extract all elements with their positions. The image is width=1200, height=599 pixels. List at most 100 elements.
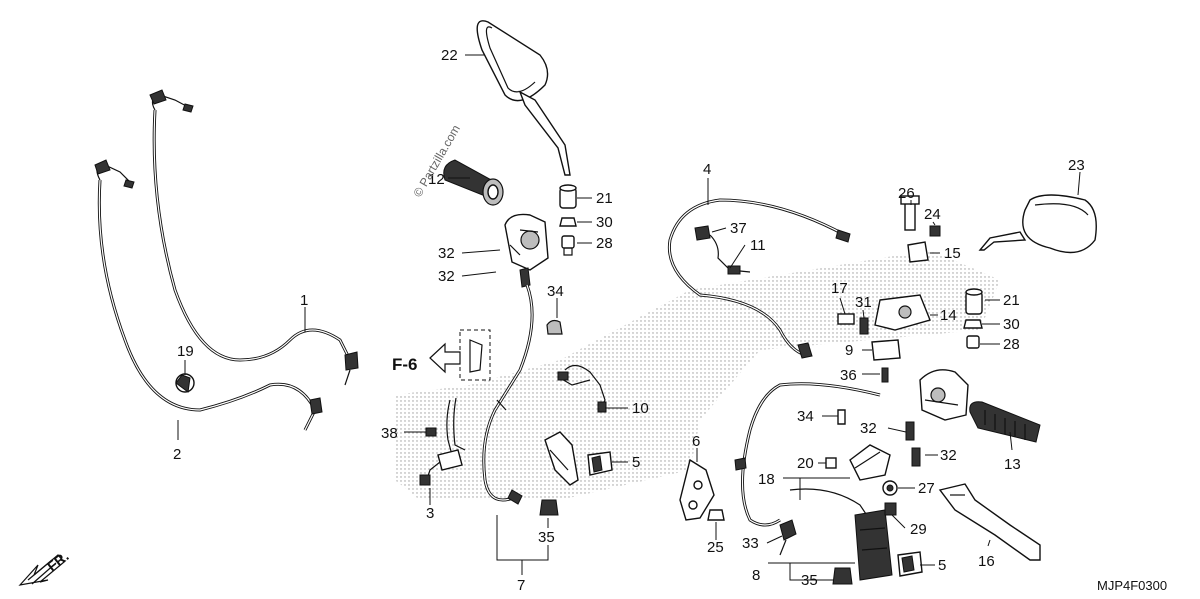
callout-35-left: 35 [538,529,555,546]
right-lever-bracket[interactable] [849,444,891,481]
callout-5-left: 5 [632,454,640,471]
handlebar-shadow [395,250,1000,500]
callout-6: 6 [692,433,700,450]
wire-harness-left[interactable] [557,364,607,413]
diagram-code: MJP4F0300 [1097,578,1167,593]
mirror-adapter-right[interactable] [965,288,983,315]
master-cylinder-14[interactable] [874,294,931,331]
throttle-cable-2[interactable] [94,159,323,431]
pivot-29[interactable] [884,502,897,516]
nut-left[interactable] [559,217,577,227]
screw-24[interactable] [929,225,941,237]
callout-25: 25 [707,539,724,556]
callout-31: 31 [855,294,872,311]
callout-14: 14 [940,307,957,324]
left-mirror-part[interactable] [476,20,571,176]
callout-30-right: 30 [1003,316,1020,333]
bolt-17[interactable] [837,313,855,325]
bolt-20[interactable] [825,457,837,469]
callout-27: 27 [918,480,935,497]
callout-34-right: 34 [797,408,814,425]
callout-36: 36 [840,367,857,384]
callout-17: 17 [831,280,848,297]
callout-37: 37 [730,220,747,237]
throttle-cable-1[interactable] [149,89,359,386]
callout-22: 22 [441,47,458,64]
bolt-26[interactable] [900,195,920,231]
callout-24: 24 [924,206,941,223]
left-grip-part[interactable] [443,159,504,206]
switch-wire-11[interactable] [694,225,751,275]
f6-reference [429,329,491,381]
callout-23: 23 [1068,157,1085,174]
leader-lines [177,54,1081,581]
mirror-adapter-left[interactable] [559,184,577,209]
callout-30-left: 30 [596,214,613,231]
throttle-cable-left[interactable] [482,284,534,505]
callout-29: 29 [910,521,927,538]
callout-10: 10 [632,400,649,417]
callout-labels: 22 12 21 30 28 32 32 34 10 5 35 7 3 38 F… [173,47,1085,594]
switch-part-15[interactable] [907,241,929,263]
switch-unit-8[interactable] [854,509,893,581]
callout-21-left: 21 [596,190,613,207]
callout-1: 1 [300,292,308,309]
bolt-38[interactable] [425,427,437,437]
bracket-part-6[interactable] [679,458,715,521]
callout-8: 8 [752,567,760,584]
brake-lever-16[interactable] [938,483,1041,561]
screw-32-right-b[interactable] [911,447,921,467]
switch-connector-right[interactable] [897,551,923,577]
bolt-left[interactable] [561,235,575,256]
washer-31[interactable] [859,317,869,335]
key-part-33[interactable] [779,519,797,556]
callout-32-a: 32 [438,245,455,262]
switch-part-9[interactable] [871,339,901,361]
callout-26: 26 [898,185,915,202]
nut-27[interactable] [882,480,898,496]
callout-32-d: 32 [860,420,877,437]
callout-28-left: 28 [596,235,613,252]
bracket-part-3[interactable] [419,397,466,486]
callout-33: 33 [742,535,759,552]
callout-15: 15 [944,245,961,262]
clip-35-right[interactable] [832,567,853,585]
bolt-34-right[interactable] [837,409,846,425]
screw-32-right-a[interactable] [905,421,915,441]
callout-9: 9 [845,342,853,359]
clutch-cable-4[interactable] [667,198,851,359]
callout-38: 38 [381,425,398,442]
right-mirror-23[interactable] [978,194,1097,254]
clip-left[interactable] [539,499,559,516]
switch-connector-left[interactable] [587,451,613,476]
left-switch-housing[interactable] [504,213,549,288]
screw-36[interactable] [881,367,889,383]
right-cable-harness[interactable] [734,382,881,527]
callout-7: 7 [517,577,525,594]
cable-clip-19[interactable] [175,373,195,393]
callout-35-right: 35 [801,572,818,589]
left-lever-bracket[interactable] [544,431,579,486]
callout-21-right: 21 [1003,292,1020,309]
callout-19: 19 [177,343,194,360]
right-switch-housing[interactable] [919,369,969,421]
nut-right[interactable] [963,319,983,329]
callout-18: 18 [758,471,775,488]
callout-13: 13 [1004,456,1021,473]
callout-20: 20 [797,455,814,472]
callout-4: 4 [703,161,711,178]
callout-16: 16 [978,553,995,570]
callout-32-c: 32 [940,447,957,464]
callout-12: 12 [428,171,445,188]
callout-28-right: 28 [1003,336,1020,353]
nut-25[interactable] [707,509,725,521]
callout-2: 2 [173,446,181,463]
cable-clamp-left[interactable] [546,319,563,335]
bolt-right[interactable] [966,335,980,349]
right-grip-13[interactable] [969,401,1041,443]
callout-3: 3 [426,505,434,522]
front-indicator [18,554,65,586]
callout-34-left: 34 [547,283,564,300]
callout-11: 11 [750,237,766,254]
